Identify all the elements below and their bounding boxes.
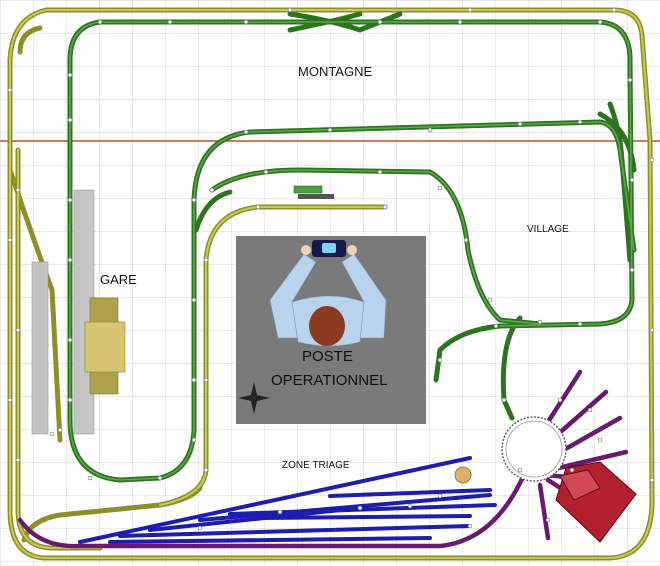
region-label-zone-triage: ZONE TRIAGE	[282, 460, 350, 471]
region-label-village: VILLAGE	[527, 224, 569, 235]
platform-left	[31, 261, 49, 435]
panel-label-poste: POSTE	[302, 348, 353, 365]
track-joint-markers	[7, 7, 655, 531]
water-tower	[454, 466, 472, 484]
operator-with-controller-icon	[269, 240, 387, 347]
region-label-gare: GARE	[100, 272, 137, 287]
compass-rose-icon	[238, 382, 270, 414]
engine-shed-roof	[559, 469, 601, 501]
station-building	[84, 297, 126, 395]
parked-wagons	[293, 185, 334, 199]
region-label-montagne: MONTAGNE	[298, 64, 373, 79]
yard-tracks-blue	[78, 456, 497, 544]
panel-label-operationnel: OPERATIONNEL	[271, 372, 388, 389]
turntable-pit	[505, 420, 563, 478]
